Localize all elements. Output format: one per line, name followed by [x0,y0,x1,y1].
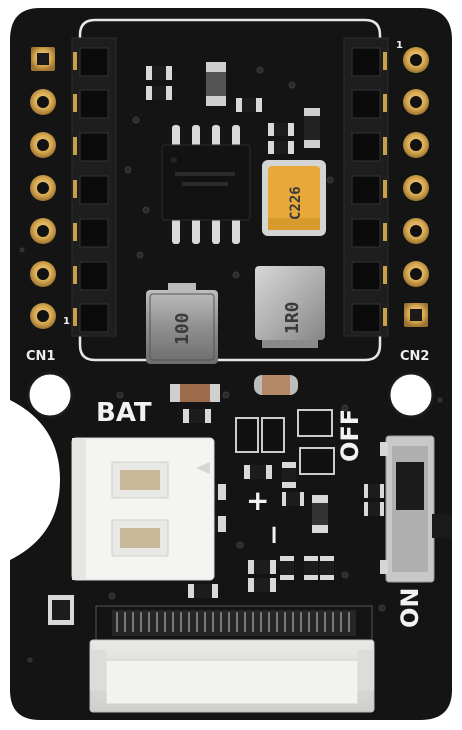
cn1-label: CN1 [26,349,55,364]
right-pin-header [343,37,389,337]
mounting-hole-left [26,371,74,419]
smd-components-top [146,62,320,154]
on-label: ON [396,588,424,629]
right-gold-pads [403,47,429,327]
left-pin-header [71,37,117,337]
tantalum-capacitor: C226 [262,160,326,236]
off-label: OFF [336,409,364,462]
soic8-chip [161,125,251,244]
fpc-connector [89,605,375,713]
battery-connector [71,437,215,581]
inductor-100-marking: 100 [172,312,193,345]
left-gold-pads [30,47,56,329]
tantalum-cap-marking: C226 [288,186,304,220]
mounting-hole-right [387,371,435,419]
slide-switch [380,435,452,583]
pin1-right-label: 1 [396,40,403,51]
module-outline [78,18,382,362]
cn2-label: CN2 [400,349,429,364]
bat-label: BAT [96,398,152,428]
vias [19,66,443,663]
minus-label: − [259,524,289,546]
inductor-100: 100 [146,283,218,364]
pin1-left-label: 1 [63,316,70,327]
inductor-1r0: 1R0 [255,266,325,348]
plus-label: + [246,484,269,517]
inductor-1r0-marking: 1R0 [282,301,303,334]
